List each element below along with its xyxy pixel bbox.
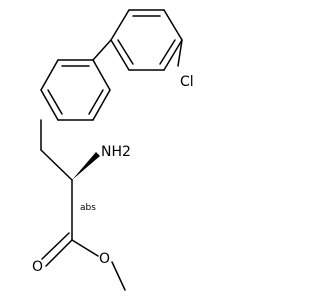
chlorine-label: Cl	[180, 74, 194, 90]
carbonyl-double-bond-outer	[45, 239, 73, 267]
phenyl-ring	[40, 59, 111, 121]
methoxy-bond	[111, 261, 126, 291]
chlorophenyl-ring	[110, 9, 183, 71]
ester-c-o-bond	[71, 239, 99, 257]
ch2-to-alpha-bond	[40, 149, 73, 181]
biaryl-bond	[92, 39, 112, 61]
c-cl-bond	[177, 39, 183, 67]
carbonyl-oxygen-label: O	[32, 259, 43, 275]
carbonyl-double-bond-inner	[41, 232, 70, 260]
chemical-structure: Cl NH2 abs O O	[32, 9, 194, 291]
wedge-bond	[72, 152, 100, 180]
amine-label: NH2	[101, 144, 131, 160]
ester-oxygen-label: O	[99, 251, 110, 267]
stereo-annotation: abs	[80, 203, 96, 213]
